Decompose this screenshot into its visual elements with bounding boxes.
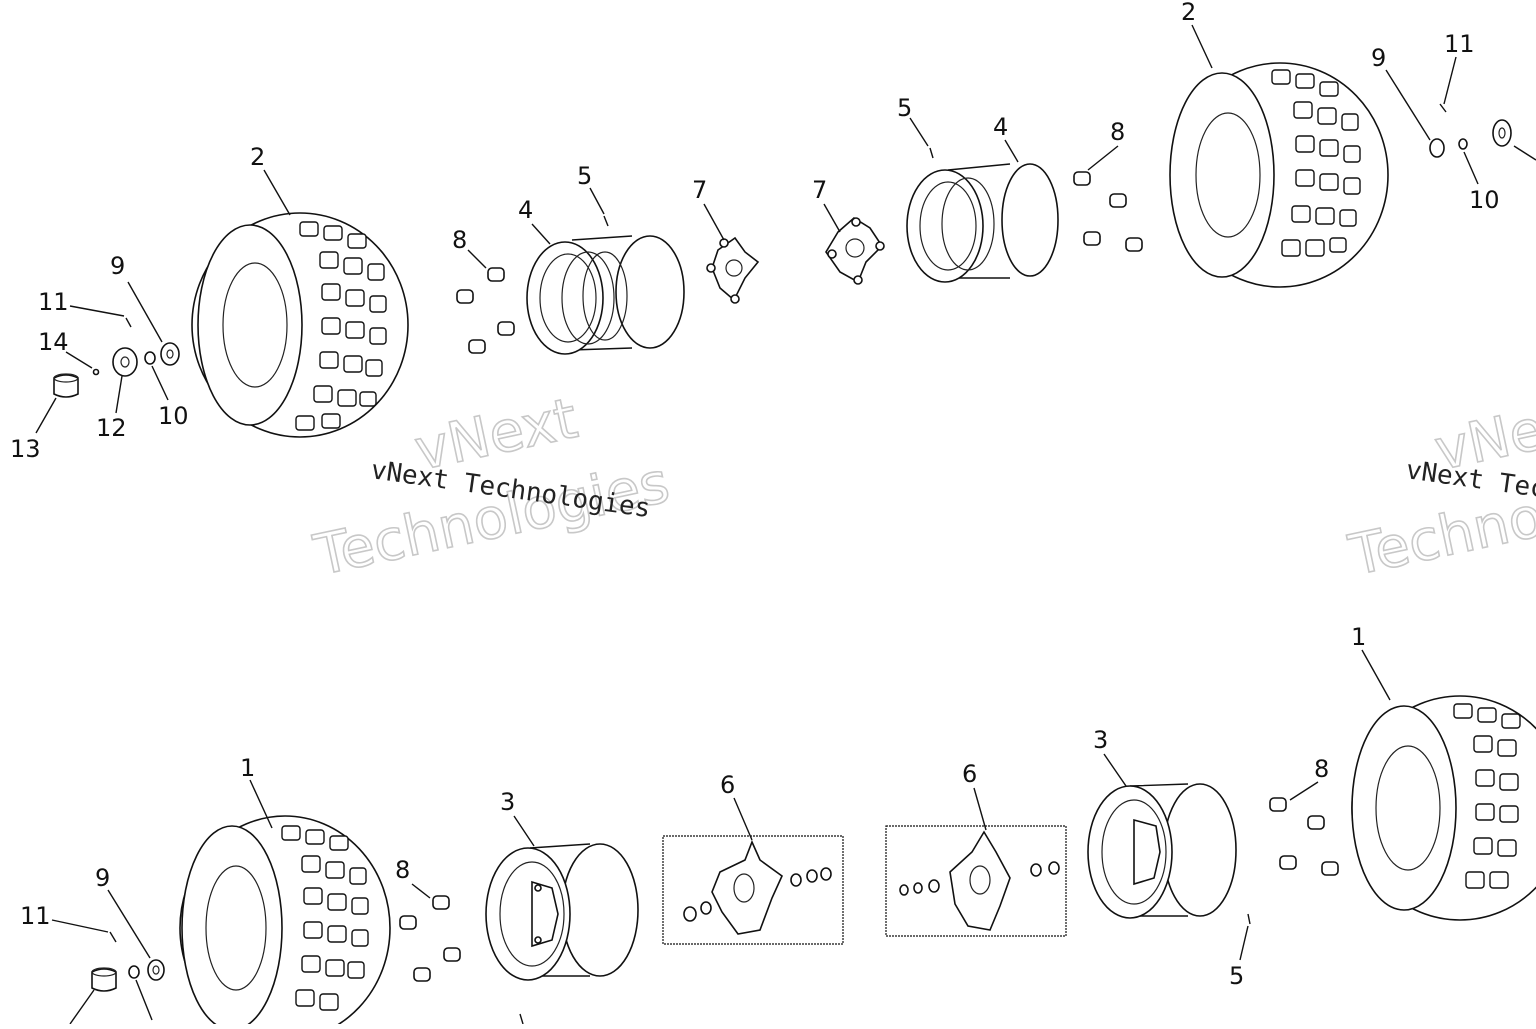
callout-13: 13 [10,435,41,463]
lug-nuts-left-bottom [399,895,461,982]
callout-8d: 8 [1314,755,1329,783]
callout-11b: 11 [1444,30,1475,58]
callout-5: 5 [577,162,592,190]
callout-10b: 10 [1469,186,1500,214]
tread-blocks-2 [1271,69,1361,257]
callout-6b: 6 [962,760,977,788]
rear-hub-left [706,236,760,304]
rear-tire-right [1169,62,1389,288]
front-wheel-rim-left [485,843,639,981]
lug-nuts-right-top [1073,171,1143,252]
cap-plate-12 [112,347,138,377]
callout-11: 11 [38,288,69,316]
hardware-left-bottom [91,931,524,1025]
callout-1: 1 [240,754,255,782]
front-hub-right-group [885,825,1067,937]
valve-stem-5b [929,147,934,159]
callout-6: 6 [720,771,735,799]
rear-hub-right [825,217,885,285]
callout-14: 14 [38,328,69,356]
washer-9 [160,342,180,366]
front-hub-left-group [662,835,844,945]
pin-14 [92,368,100,376]
front-tire-right [1351,695,1536,921]
callout-9: 9 [110,252,125,280]
callout-11c: 11 [20,902,51,930]
callout-9b: 9 [1371,44,1386,72]
callout-8b: 8 [1110,118,1125,146]
callout-4b: 4 [993,113,1008,141]
nut-10 [144,351,156,365]
tread-blocks-3 [281,825,369,1011]
callout-1b: 1 [1351,623,1366,651]
valve-stem-5 [603,215,609,227]
rear-tire-left [191,212,409,438]
callout-3b: 3 [1093,726,1108,754]
callout-2b: 2 [1181,0,1196,26]
callout-8: 8 [452,226,467,254]
callout-8c: 8 [395,856,410,884]
callout-9c: 9 [95,864,110,892]
leader-lines [35,24,1536,1025]
callout-7: 7 [692,176,707,204]
watermark-right: vNext Technologies vNext Technologies [1343,385,1536,589]
tread-blocks [295,221,387,431]
callout-4: 4 [518,196,533,224]
callout-10: 10 [158,402,189,430]
callout-12: 12 [96,414,127,442]
callout-5c: 5 [1229,962,1244,990]
cotter-pin-11 [125,317,132,328]
callout-labels: 2 9 11 14 13 12 10 8 4 5 7 7 5 4 8 2 9 1… [10,0,1500,990]
valve-stem-5c [1247,913,1251,925]
rear-wheel-rim-right [906,163,1059,283]
hardware-right-top [1429,103,1512,158]
front-wheel-rim-right [1087,783,1237,919]
callout-3: 3 [500,788,515,816]
hardware-left-top [53,317,180,398]
callout-5b: 5 [897,94,912,122]
callout-7b: 7 [812,176,827,204]
rear-wheel-rim-left [526,235,685,355]
callout-2: 2 [250,143,265,171]
front-tire-left [179,815,391,1029]
hub-cap-13 [53,374,79,398]
lug-nuts-left-top [456,267,515,354]
lug-nuts-right-bottom [1269,797,1339,876]
tread-blocks-4 [1453,703,1521,889]
